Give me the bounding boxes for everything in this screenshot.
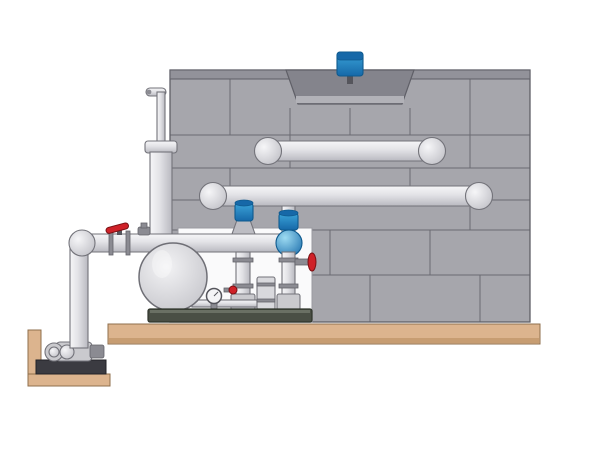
- mini-valve-wheel: [228, 285, 238, 295]
- valve-flange-left: [108, 230, 114, 256]
- handwheel-wheel: [307, 252, 317, 272]
- handwheel-stem: [294, 258, 310, 266]
- pump-2-body: [276, 293, 301, 311]
- gauge-needle: [213, 291, 219, 297]
- pit-pump-base: [35, 359, 107, 375]
- dosing-canister: [256, 276, 276, 311]
- actuated-valve-1: [231, 199, 256, 235]
- red-handwheel-valve: [294, 252, 317, 272]
- upper-pipe-body: [261, 140, 439, 162]
- red-lever-handle: [105, 222, 129, 234]
- buffer-vessel: [138, 242, 208, 312]
- canister-band-lower: [256, 298, 276, 303]
- middle-distribution-pipe: [198, 181, 494, 211]
- middle-pipe-right-elbow: [464, 181, 494, 211]
- header-tee-nub: [140, 222, 148, 229]
- actuated-valve-2: [278, 209, 299, 231]
- skid-base-highlight: [150, 310, 310, 313]
- skid-base: [147, 308, 313, 323]
- mini-red-valve: [223, 285, 238, 295]
- overflow-pipe: [145, 87, 167, 145]
- pressure-gauge: [205, 287, 223, 311]
- red-lever-valve: [105, 222, 129, 234]
- suction-header: [68, 222, 303, 257]
- level-sensor-stem: [347, 72, 353, 84]
- canister-body: [256, 276, 276, 311]
- skid-low-pipe: [191, 299, 265, 308]
- pit-bottom: [27, 373, 111, 387]
- drop-pipe: [69, 242, 89, 349]
- floor-slab: [27, 323, 541, 387]
- valve-flange-right: [125, 230, 131, 256]
- vessel-body: [138, 242, 208, 312]
- riser-top-cap: [144, 140, 178, 154]
- actuated-valve-1-cap: [234, 199, 254, 207]
- floor-slab-shadow: [109, 338, 539, 343]
- overflow-open-end: [146, 89, 152, 95]
- tank-top-opening: [285, 69, 415, 105]
- overflow-downpipe: [156, 91, 166, 145]
- upper-pipe-left-elbow: [253, 136, 283, 166]
- header-left-elbow: [68, 229, 96, 257]
- middle-pipe-left-elbow: [198, 181, 228, 211]
- level-sensor: [336, 51, 364, 84]
- level-sensor-cap: [336, 51, 364, 61]
- tank-opening-inner-wall: [296, 96, 404, 103]
- column-1-flange-upper: [232, 257, 254, 263]
- pit-pump-motor: [89, 344, 105, 359]
- pit-pump-flange-inner: [48, 346, 60, 358]
- actuated-valve-2-cap: [278, 209, 299, 217]
- vessel-highlight: [152, 250, 172, 278]
- canister-band-upper: [256, 282, 276, 287]
- riser-body: [149, 151, 173, 245]
- column-2-flange-lower: [278, 283, 299, 289]
- upper-pipe-right-elbow: [417, 136, 447, 166]
- upper-distribution-pipe: [253, 136, 447, 166]
